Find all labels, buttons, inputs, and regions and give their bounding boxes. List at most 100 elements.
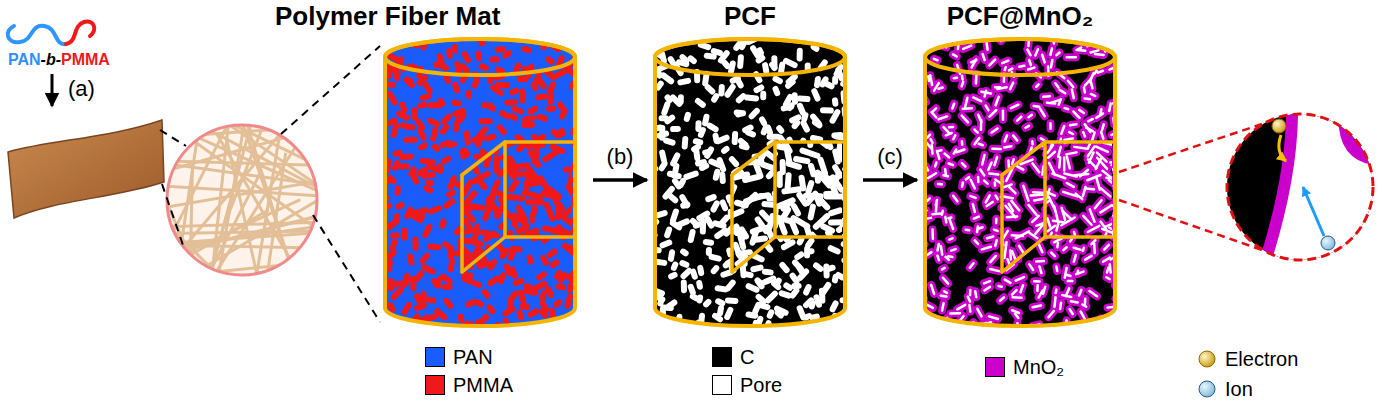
domain (792, 221, 796, 232)
domain (939, 88, 943, 89)
domain (977, 120, 985, 130)
domain (754, 134, 760, 143)
domain (985, 91, 986, 97)
domain (458, 157, 462, 166)
domain (1123, 119, 1130, 127)
domain (1054, 297, 1055, 307)
domain (984, 281, 990, 283)
domain (756, 258, 760, 268)
domain (1074, 248, 1081, 250)
domain (1034, 105, 1040, 108)
domain (717, 154, 730, 162)
domain (557, 273, 560, 277)
domain (451, 261, 452, 269)
domain (759, 297, 764, 302)
domain (668, 194, 675, 200)
domain (804, 115, 805, 119)
domain (963, 46, 971, 49)
domain (852, 98, 861, 100)
domain (710, 135, 723, 142)
domain (534, 85, 536, 88)
domain (741, 153, 755, 155)
domain (433, 130, 435, 139)
domain (855, 179, 860, 186)
domain (745, 192, 749, 206)
domain (816, 267, 821, 275)
domain (1002, 61, 1008, 64)
domain (379, 73, 384, 79)
domain (1123, 158, 1126, 161)
domain (958, 141, 966, 144)
domain (758, 274, 762, 282)
domain (545, 228, 558, 231)
domain (1072, 89, 1074, 98)
domain (1091, 81, 1093, 88)
fiber-mat (8, 120, 164, 218)
domain (849, 245, 852, 247)
domain (721, 53, 727, 60)
domain (975, 291, 976, 297)
domain (963, 107, 972, 110)
domain (989, 316, 998, 319)
domain (1053, 243, 1062, 247)
domain (928, 40, 930, 48)
domain (512, 116, 515, 118)
domain (1079, 290, 1081, 296)
domain (1041, 138, 1044, 140)
domain (1127, 32, 1129, 37)
domain (546, 239, 552, 246)
domain (1123, 79, 1125, 83)
domain (718, 301, 722, 303)
domain (946, 133, 952, 135)
domain (512, 91, 516, 92)
domain (497, 203, 504, 216)
domain (825, 83, 831, 86)
domain (985, 91, 986, 97)
domain (943, 278, 948, 284)
domain (493, 87, 501, 93)
domain (536, 284, 544, 289)
domain (779, 265, 787, 272)
fiber (160, 173, 260, 369)
domain (917, 126, 921, 129)
domain (953, 135, 955, 139)
domain (954, 74, 957, 82)
domain (706, 239, 711, 246)
domain (731, 130, 737, 136)
domain (485, 130, 493, 133)
domain (1043, 95, 1050, 98)
domain (548, 59, 551, 61)
domain (720, 235, 730, 240)
domain (802, 178, 804, 189)
domain (954, 76, 957, 79)
domain (1002, 61, 1008, 64)
domain (726, 240, 729, 251)
domain (492, 268, 499, 279)
domain (934, 59, 938, 60)
domain (548, 265, 556, 274)
domain (1124, 217, 1127, 220)
domain (550, 97, 551, 103)
domain (761, 283, 770, 284)
domain (463, 243, 471, 249)
domain (742, 183, 750, 193)
domain (715, 316, 720, 319)
domain (997, 87, 1006, 89)
domain (812, 278, 814, 290)
domain (782, 265, 786, 270)
domain (956, 32, 959, 35)
domain (1065, 108, 1069, 109)
domain (447, 172, 458, 177)
domain (510, 275, 517, 286)
domain (543, 261, 547, 275)
domain (986, 106, 989, 111)
domain (562, 111, 565, 117)
domain (962, 82, 963, 86)
domain (673, 212, 676, 221)
domain (538, 96, 545, 97)
domain (988, 162, 991, 170)
domain (547, 205, 552, 219)
domain (1083, 132, 1085, 136)
domain (1119, 149, 1124, 151)
domain (986, 106, 989, 111)
